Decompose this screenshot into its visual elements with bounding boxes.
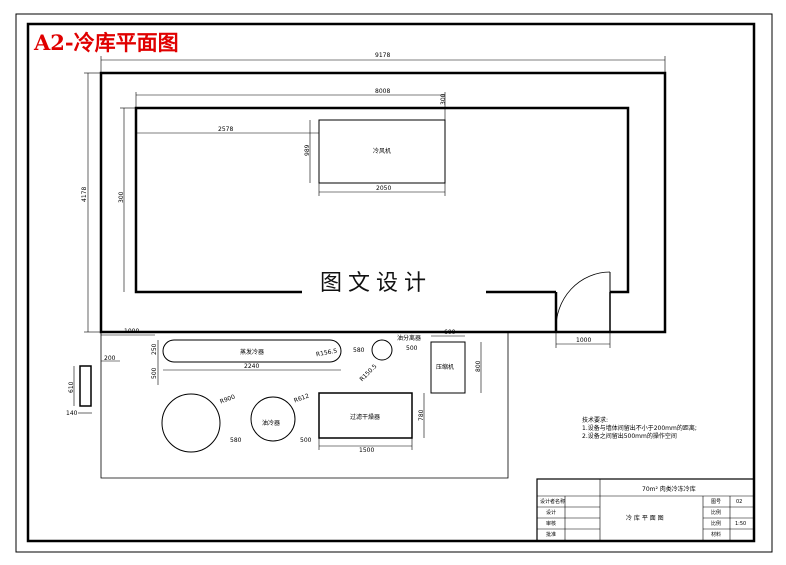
oil-cooler-label: 油冷器 [262,419,280,427]
tb-drawing-no: 02 [736,499,742,505]
tb-material-label: 材料 [711,531,721,538]
title-block-drawing-name: 冷 库 平 面 图 [626,514,664,522]
svg-text:800: 800 [475,360,482,372]
dim-side-200: 200 [104,355,116,362]
svg-text:780: 780 [418,409,425,421]
svg-text:1000: 1000 [576,337,591,344]
svg-text:500: 500 [151,367,158,379]
filter-dryer [318,392,413,439]
compressor-label: 压缩机 [436,363,454,371]
dim-control-box: 610 140 [66,366,92,417]
watermark-text: 图文设计 [320,271,432,296]
notes-line1: 1.设备与墙体间留出不小于200mm的距离; [582,424,697,432]
dim-cooler-depth: 989 [304,120,311,183]
svg-text:2240: 2240 [244,363,259,370]
dim-left-height: 300 [118,107,135,292]
evaporative-condenser [162,339,342,363]
dim-oil-sep-500: 500 [406,345,418,352]
dim-r2: R150.5 [358,363,378,383]
drawing-frame [26,22,756,543]
condenser-label: 蒸发冷器 [240,348,264,356]
tb-design: 设计 [546,509,556,516]
dim-cooler-width: 2050 [318,183,446,196]
cooler-label: 冷风机 [373,147,391,155]
svg-text:4178: 4178 [81,187,88,202]
control-box [79,365,92,407]
notes-line2: 2.设备之间留出500mm的操作空间 [582,432,677,440]
dim-overall-height: 4178 [81,72,100,333]
svg-text:8008: 8008 [375,88,390,95]
cooler-unit [318,119,446,184]
machine-room-outline [100,332,509,479]
svg-text:1000: 1000 [124,328,139,335]
svg-text:989: 989 [304,144,311,156]
cooling-water-tower [161,393,221,453]
outer-border [15,13,773,553]
dim-cooler-offset: 2578 [136,126,319,134]
svg-text:2050: 2050 [376,185,391,192]
door-swing-arc [555,271,611,331]
oil-separator-label: 油分离器 [397,334,421,342]
dim-r4: R612 [293,392,310,404]
svg-text:2578: 2578 [218,126,233,133]
svg-text:600: 600 [444,329,456,336]
cold-room-outer-wall [99,71,667,334]
dim-lower-left: 1000 [101,328,155,336]
dim-r1: R156.5 [316,348,338,359]
title-block [536,478,755,542]
svg-text:1500: 1500 [359,447,374,454]
svg-text:9178: 9178 [375,52,390,59]
tb-scale-label-2: 比例 [711,520,721,527]
dim-door-width: 1000 [555,332,611,348]
cold-room-inner-wall [134,106,630,294]
compressor [430,341,466,394]
dim-compressor: 600 800 [431,329,482,393]
drawing-title: A2-冷库平面图 [33,30,179,55]
svg-text:250: 250 [151,343,158,355]
dim-r3: R900 [219,393,236,405]
tb-designer: 设计者名称 [540,498,565,505]
tb-scale: 1:50 [735,521,746,527]
dim-overall-width: 9178 [100,52,666,72]
svg-text:610: 610 [68,381,75,393]
svg-text:200: 200 [104,355,116,362]
dim-gap-580: 580 [353,347,365,354]
dryer-label: 过滤干燥器 [350,413,380,421]
svg-text:140: 140 [66,410,78,417]
dim-dryer: 1500 780 [318,393,425,454]
title-block-project: 70m² 肉类冷冻冷库 [642,485,696,493]
dim-gap-500: 500 [300,437,312,444]
tb-drawing-no-label: 图号 [711,499,721,505]
tb-scale-label-1: 比例 [711,509,721,516]
tb-review: 审核 [546,520,556,527]
dim-condenser: 250 500 2240 [151,340,341,385]
dim-inner-width: 8008 300 [135,88,447,120]
svg-text:300: 300 [440,93,447,105]
tb-approve: 批准 [546,531,556,538]
svg-text:300: 300 [118,191,125,203]
notes-heading: 技术要求: [582,416,608,424]
dim-gap-580b: 580 [230,437,242,444]
oil-separator [371,339,393,361]
oil-cooler [250,396,296,442]
